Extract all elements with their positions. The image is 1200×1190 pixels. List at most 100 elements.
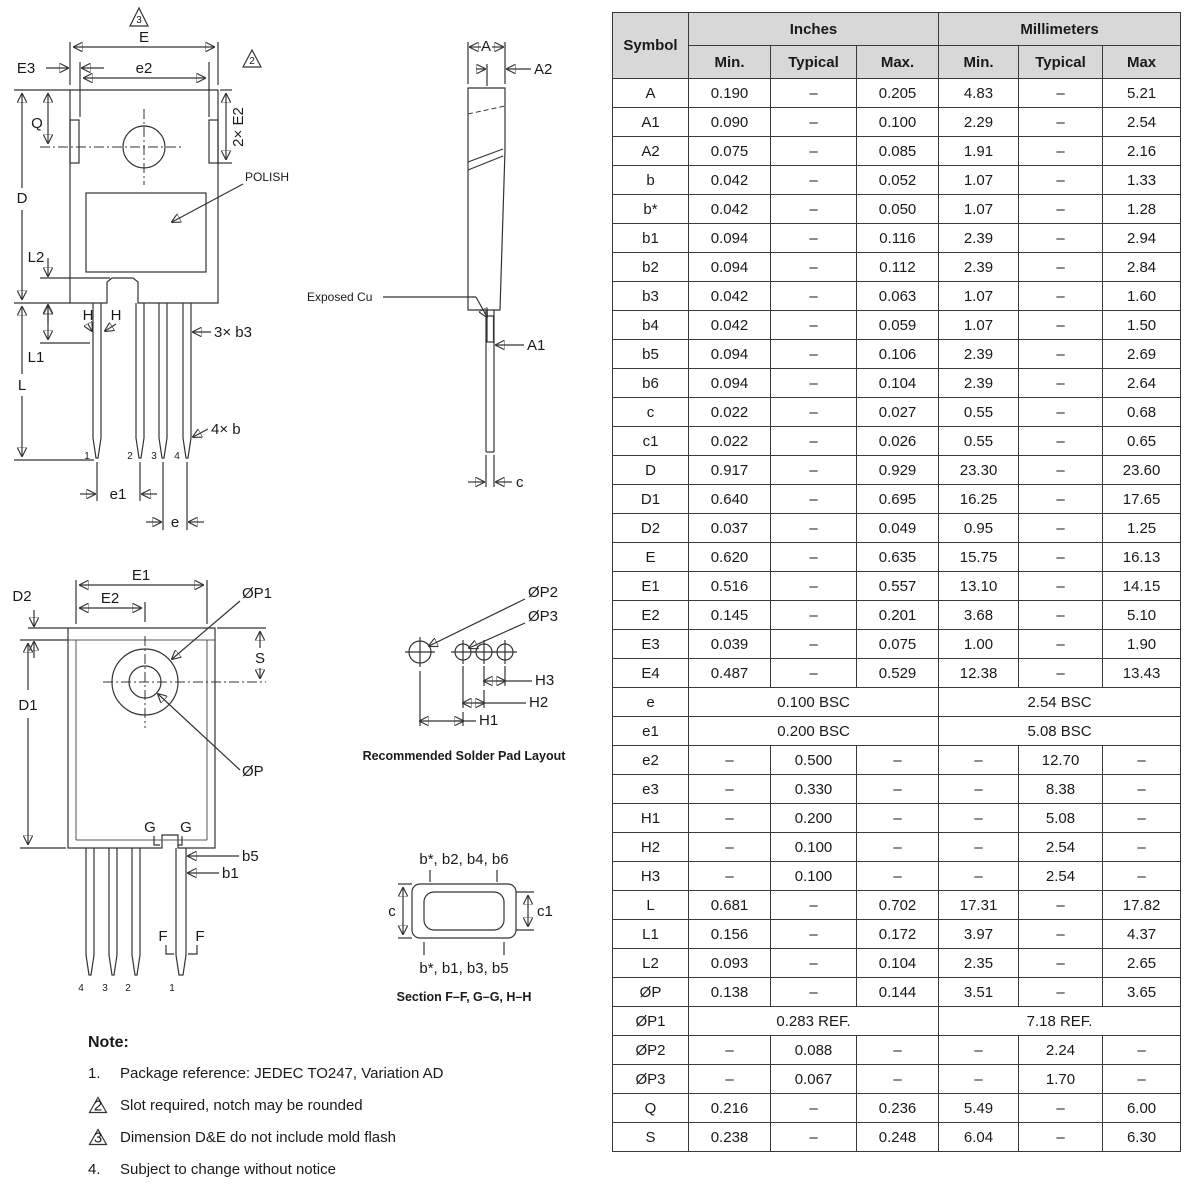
svg-text:2: 2 [94, 1098, 102, 1115]
dim-label-E3: E3 [17, 60, 35, 77]
value-cell: 17.82 [1102, 890, 1182, 920]
pin-number-4: 4 [174, 451, 180, 462]
value-cell: 13.43 [1102, 658, 1182, 688]
solder-pad-layout: ØP2 ØP3 H3 H2 H1 Recommended Solder Pad … [363, 584, 567, 763]
symbol-cell: e2 [612, 745, 689, 775]
value-cell: – [938, 1035, 1020, 1065]
value-cell: – [1018, 571, 1104, 601]
value-cell: 0.557 [855, 571, 940, 601]
side-view: A A2 A1 c [467, 38, 552, 491]
value-cell: 5.08 [1018, 803, 1104, 833]
symbol-cell: e1 [612, 716, 689, 746]
value-cell: – [1018, 252, 1104, 282]
value-cell: 2.39 [938, 252, 1020, 282]
value-cell: 0.695 [855, 484, 940, 514]
value-cell: 2.54 [1018, 832, 1104, 862]
dim-label-P3: ØP3 [528, 608, 558, 625]
dim-label-L: L [18, 377, 26, 394]
header-mm-typical: Typical [1018, 45, 1104, 79]
value-cell: – [1018, 281, 1104, 311]
value-cell: – [688, 1064, 771, 1094]
value-cell: – [1018, 658, 1104, 688]
dim-label-A2: A2 [534, 61, 552, 78]
dim-label-E2-back: E2 [101, 590, 119, 607]
symbol-cell: ØP3 [612, 1064, 689, 1094]
symbol-cell: A [612, 78, 689, 108]
value-cell: 0.238 [688, 1122, 771, 1152]
b3-callout: 3× b3 [214, 324, 252, 341]
value-cell: – [770, 107, 857, 137]
right-slot [208, 119, 219, 164]
value-cell: 0.68 [1102, 397, 1182, 427]
value-cell: 17.31 [938, 890, 1020, 920]
symbol-cell: E1 [612, 571, 689, 601]
value-cell: 0.116 [855, 223, 940, 253]
value-cell: – [770, 571, 857, 601]
span-value-cell: 0.200 BSC [687, 716, 940, 746]
value-cell: 0.65 [1102, 426, 1182, 456]
notes-heading: Note: [88, 1034, 129, 1051]
table-row: ØP2–0.088––2.24– [612, 1035, 1182, 1065]
symbol-cell: ØP2 [612, 1035, 689, 1065]
dim-label-P1: ØP1 [242, 585, 272, 602]
note-4-text: Subject to change without notice [120, 1161, 336, 1178]
value-cell: 0.500 [770, 745, 857, 775]
value-cell: – [770, 513, 857, 543]
value-cell: 3.65 [1102, 977, 1182, 1007]
back-pin-2: 2 [125, 983, 131, 994]
value-cell: 6.04 [938, 1122, 1020, 1152]
symbol-cell: b4 [612, 310, 689, 340]
value-cell: 1.91 [938, 136, 1020, 166]
section-bottom-label: b*, b1, b3, b5 [419, 960, 508, 977]
value-cell: 0.516 [688, 571, 771, 601]
value-cell: 15.75 [938, 542, 1020, 572]
value-cell: 1.70 [1018, 1064, 1104, 1094]
value-cell: – [770, 455, 857, 485]
value-cell: 0.216 [688, 1093, 771, 1123]
value-cell: 0.100 [770, 861, 857, 891]
dim-label-A1: A1 [527, 337, 545, 354]
value-cell: – [770, 1093, 857, 1123]
header-symbol: Symbol [612, 12, 689, 79]
table-row: H1–0.200––5.08– [612, 803, 1182, 833]
note-item-3: 3 Dimension D&E do not include mold flas… [88, 1128, 578, 1147]
value-cell: – [770, 948, 857, 978]
value-cell: – [938, 745, 1020, 775]
value-cell: – [688, 1035, 771, 1065]
value-cell: 5.10 [1102, 600, 1182, 630]
value-cell: 0.100 [855, 107, 940, 137]
pin-number-1: 1 [84, 451, 90, 462]
symbol-cell: b5 [612, 339, 689, 369]
value-cell: 0.487 [688, 658, 771, 688]
notes-block: Note: 1. Package reference: JEDEC TO247,… [88, 1034, 578, 1190]
value-cell: 0.702 [855, 890, 940, 920]
table-header-row-2: Min. Typical Max. Min. Typical Max [613, 45, 1182, 79]
back-pin-1: 1 [169, 983, 175, 994]
value-cell: 1.07 [938, 194, 1020, 224]
table-row: e3–0.330––8.38– [612, 774, 1182, 804]
value-cell: – [1018, 78, 1104, 108]
value-cell: 2.65 [1102, 948, 1182, 978]
polish-callout: POLISH [245, 170, 289, 184]
note-2-triangle-icon: 2 [88, 1096, 120, 1114]
dim-label-H-left: H [83, 307, 94, 324]
value-cell: 0.156 [688, 919, 771, 949]
value-cell: 0.094 [688, 368, 771, 398]
value-cell: 0.681 [688, 890, 771, 920]
value-cell: 3.68 [938, 600, 1020, 630]
value-cell: 6.30 [1102, 1122, 1182, 1152]
front-body-outline [69, 89, 219, 304]
value-cell: 0.075 [855, 629, 940, 659]
value-cell: – [1102, 861, 1182, 891]
value-cell: – [770, 252, 857, 282]
value-cell: – [770, 397, 857, 427]
note2-marker: 2 [249, 56, 255, 67]
dim-label-c: c [516, 474, 524, 491]
